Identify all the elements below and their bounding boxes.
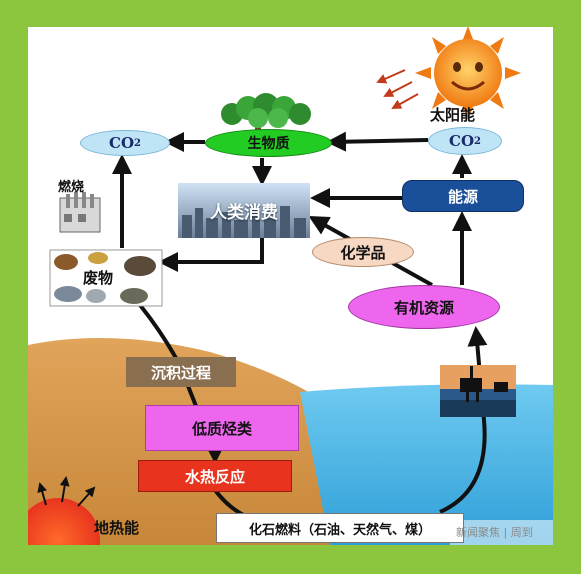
waste-image <box>49 249 163 307</box>
city-image <box>178 183 310 238</box>
solar-energy-label: 太阳能 <box>430 106 476 124</box>
sedimentation-node: 沉积过程 <box>126 357 236 387</box>
fossil-fuels-label: 化石燃料（石油、天然气、煤） <box>248 522 431 538</box>
sedimentation-label: 沉积过程 <box>150 363 211 382</box>
co2-right-subscript: 2 <box>474 135 481 147</box>
low-grade-hydrocarbons-node: 低质烃类 <box>145 405 299 451</box>
co2-left-text: CO <box>109 134 135 152</box>
biomass-label: 生物质 <box>247 136 290 152</box>
geothermal-source-icon <box>28 498 100 545</box>
sea-area <box>300 384 553 545</box>
fossil-fuels-node: 化石燃料（石油、天然气、煤） <box>216 513 464 543</box>
sunlight-rays <box>376 69 419 109</box>
combustion-label: 燃烧 <box>58 180 85 195</box>
chemicals-node: 化学品 <box>312 237 414 267</box>
low-grade-hydrocarbons-label: 低质烃类 <box>191 419 252 438</box>
organic-resources-node: 有机资源 <box>348 285 500 329</box>
hydrothermal-reaction-node: 水热反应 <box>138 460 292 492</box>
geothermal-label: 地热能 <box>94 519 140 537</box>
energy-node: 能源 <box>402 180 524 212</box>
geothermal-rays <box>37 476 96 507</box>
hydrothermal-reaction-label: 水热反应 <box>184 467 245 486</box>
sun-icon <box>415 27 521 120</box>
waste-label: 废物 <box>83 269 114 287</box>
arrow-consumption-to-waste <box>158 238 264 272</box>
arrow-fossil-to-organic <box>439 326 488 514</box>
watermark-text: 新闻聚焦 | 周到 <box>456 526 533 539</box>
chemicals-label: 化学品 <box>340 243 386 262</box>
oil-platform-image <box>440 365 516 417</box>
watermark-logo <box>450 520 553 545</box>
energy-label: 能源 <box>447 187 478 206</box>
biomass-node: 生物质 <box>205 129 332 157</box>
human-consumption-node: 人类消费 <box>178 183 310 238</box>
co2-left-subscript: 2 <box>134 137 141 149</box>
diagram-canvas <box>28 27 553 545</box>
arrow-co2-right-to-biomass <box>326 131 429 152</box>
human-consumption-label: 人类消费 <box>210 203 278 223</box>
organic-resources-label: 有机资源 <box>393 298 454 317</box>
arrow-waste-down-to-sediment <box>138 303 178 359</box>
factory-icon <box>59 192 101 233</box>
co2-right-text: CO <box>449 132 475 150</box>
line-sediment-to-lowgrade <box>186 385 198 407</box>
trees-icon <box>221 93 311 130</box>
